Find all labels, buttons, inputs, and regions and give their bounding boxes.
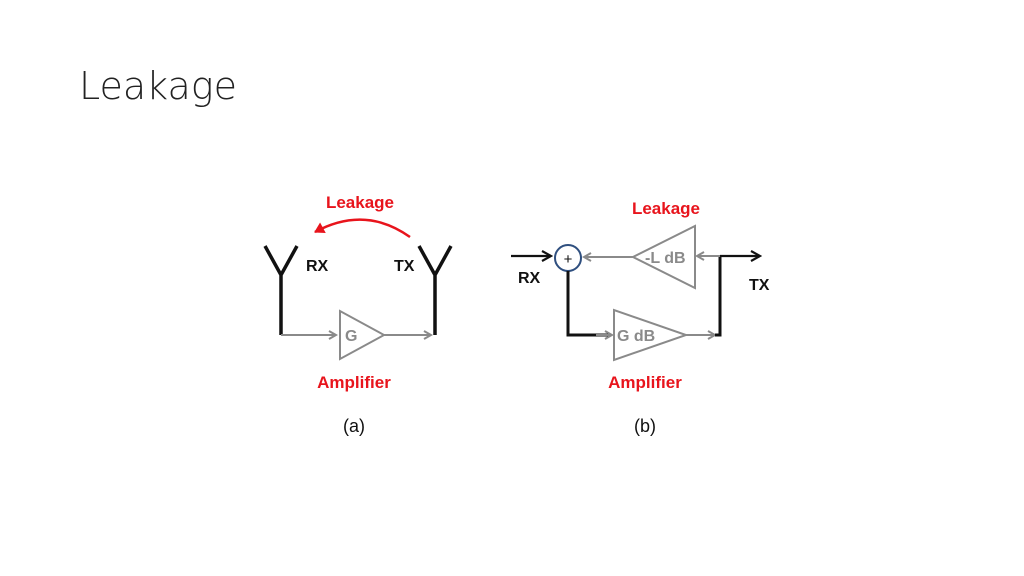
diagram-b-amplifier-label: Amplifier	[608, 373, 682, 392]
diagram-a-amplifier-label: Amplifier	[317, 373, 391, 392]
diagram-a: Leakage RX TX G Amplifier (a)	[263, 193, 453, 436]
diagram-a-gain-label: G	[345, 328, 357, 345]
diagram-b-summer-label: +	[564, 251, 573, 268]
diagram-b-caption: (b)	[634, 416, 656, 436]
diagram-a-leakage-label: Leakage	[326, 193, 394, 212]
diagram-a-rx-label: RX	[306, 258, 329, 275]
diagram-b-output-riser	[715, 256, 722, 337]
diagram-a-leakage-arrow	[314, 218, 411, 239]
diagram-b-amplifier-icon	[613, 308, 690, 362]
diagram-a-rx-antenna-icon	[263, 245, 299, 335]
diagram-b: Leakage RX + G dB TX -L dB Amplifier (b)	[511, 199, 770, 436]
diagram-a-tx-label: TX	[394, 258, 415, 275]
diagram-a-caption: (a)	[343, 416, 365, 436]
diagram-a-tx-antenna-icon	[417, 245, 453, 335]
diagram-b-gain-label: G dB	[617, 328, 655, 345]
diagram-b-leak-gain-label: -L dB	[645, 250, 686, 267]
diagram-a-amplifier-icon	[339, 309, 387, 361]
diagram-b-leakage-label: Leakage	[632, 199, 700, 218]
diagram-b-forward-wire	[566, 271, 608, 337]
diagram-b-leak-attenuator-icon	[630, 224, 696, 290]
diagram-b-tx-label: TX	[749, 277, 770, 294]
diagram-b-rx-label: RX	[518, 270, 541, 287]
page-title: Leakage	[79, 64, 237, 108]
